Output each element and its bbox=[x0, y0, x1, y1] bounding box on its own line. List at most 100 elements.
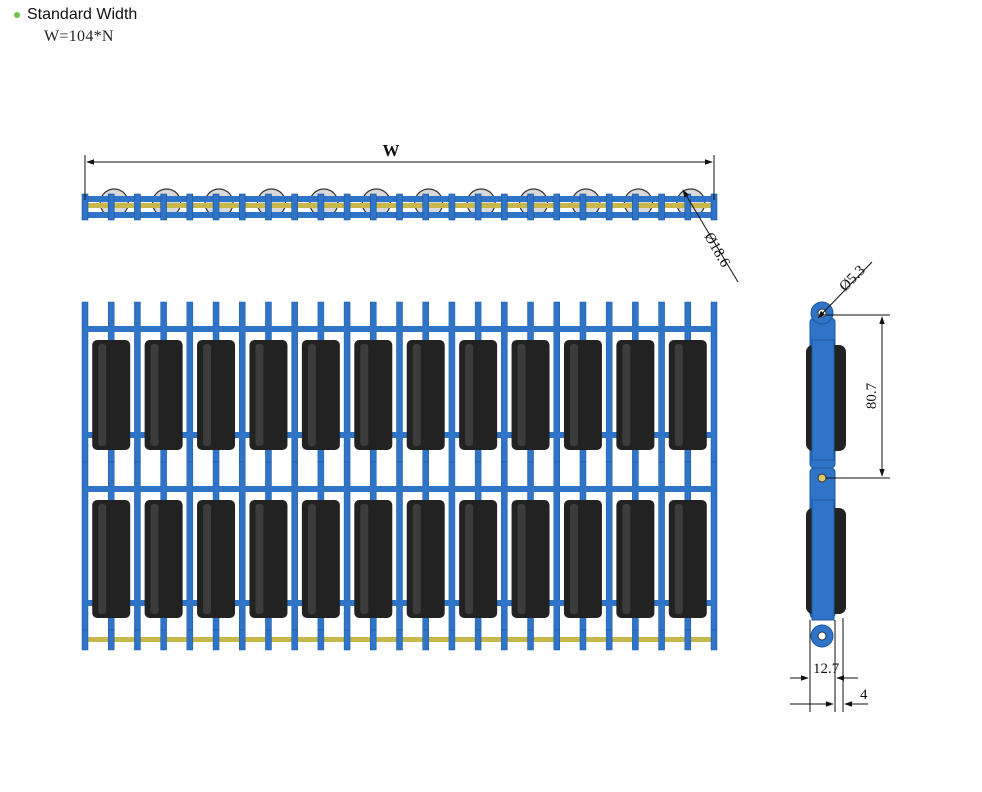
top-link bbox=[448, 193, 456, 221]
belt-roller bbox=[668, 340, 707, 450]
belt-roller bbox=[459, 500, 498, 618]
top-link bbox=[553, 193, 561, 221]
roller-highlight bbox=[465, 504, 474, 614]
roller-highlight bbox=[412, 504, 421, 614]
belt-roller bbox=[301, 500, 340, 618]
bottom-tooth bbox=[632, 629, 639, 651]
top-view bbox=[81, 188, 718, 221]
top-link bbox=[658, 193, 665, 221]
top-link bbox=[396, 193, 403, 221]
belt-roller bbox=[92, 500, 131, 618]
belt-roller bbox=[197, 500, 236, 618]
roller-highlight bbox=[307, 504, 316, 614]
roller-highlight bbox=[517, 344, 526, 446]
roller-highlight bbox=[360, 344, 369, 446]
top-link bbox=[343, 193, 351, 221]
top-link bbox=[186, 193, 194, 221]
bottom-tooth bbox=[605, 629, 613, 651]
belt-roller bbox=[354, 500, 393, 618]
belt-roller bbox=[354, 340, 393, 450]
title-row: Standard Width bbox=[14, 6, 137, 24]
roller-highlight bbox=[465, 344, 474, 446]
pitch-label: 80.7 bbox=[864, 382, 880, 409]
top-link bbox=[107, 193, 115, 221]
belt-roller bbox=[459, 340, 498, 450]
pin-hole-middle bbox=[817, 473, 827, 483]
bottom-tooth bbox=[396, 629, 403, 651]
top-link bbox=[291, 193, 298, 221]
belt-roller bbox=[563, 500, 602, 618]
module-crossbar-top bbox=[85, 486, 714, 492]
roller-highlight bbox=[255, 344, 264, 446]
top-link bbox=[632, 193, 639, 221]
roller-highlight bbox=[569, 344, 578, 446]
top-link bbox=[579, 193, 587, 221]
belt-roller bbox=[616, 340, 655, 450]
bottom-tooth bbox=[579, 629, 587, 651]
module-crossbar-bottom bbox=[85, 432, 714, 438]
roller-highlight bbox=[150, 344, 159, 446]
bottom-tooth bbox=[474, 629, 482, 651]
width-dimension: W bbox=[84, 141, 715, 200]
bottom-tooth bbox=[684, 629, 692, 651]
bullet-dot-icon bbox=[14, 12, 20, 18]
roller-diameter-label: Ø18.6 bbox=[701, 230, 734, 271]
roller-highlight bbox=[203, 504, 212, 614]
roller-highlight bbox=[412, 344, 421, 446]
side-plate-lower bbox=[811, 499, 835, 621]
roller-highlight bbox=[98, 504, 107, 614]
top-link bbox=[422, 193, 430, 221]
bottom-tooth bbox=[186, 629, 194, 651]
bottom-tooth bbox=[658, 629, 665, 651]
bottom-tooth bbox=[343, 629, 351, 651]
roller-highlight bbox=[674, 504, 683, 614]
offset-label: 4 bbox=[860, 687, 868, 703]
thickness-label: 12.7 bbox=[813, 661, 840, 677]
top-link bbox=[160, 193, 167, 221]
bottom-tooth bbox=[317, 629, 325, 651]
belt-roller bbox=[406, 500, 445, 618]
bottom-tooth bbox=[527, 629, 534, 651]
belt-roller bbox=[301, 340, 340, 450]
bottom-tooth bbox=[160, 629, 167, 651]
top-link bbox=[265, 193, 272, 221]
width-formula: W=104*N bbox=[44, 28, 114, 45]
top-link bbox=[238, 193, 246, 221]
pin-hole-bottom bbox=[817, 631, 827, 641]
bottom-tooth bbox=[212, 629, 220, 651]
header: Standard Width W=104*N bbox=[14, 6, 137, 46]
module-crossbar-top bbox=[85, 326, 714, 332]
bottom-tooth bbox=[265, 629, 272, 651]
roller-highlight bbox=[360, 504, 369, 614]
belt-roller bbox=[92, 340, 131, 450]
side-plate-upper bbox=[811, 339, 835, 461]
top-link bbox=[474, 193, 482, 221]
top-link bbox=[134, 193, 141, 221]
bottom-tooth bbox=[448, 629, 456, 651]
pin-hole-top bbox=[817, 308, 827, 318]
roller-highlight bbox=[98, 344, 107, 446]
top-link bbox=[212, 193, 220, 221]
roller-highlight bbox=[622, 504, 631, 614]
bottom-tooth bbox=[553, 629, 560, 651]
roller-highlight bbox=[517, 504, 526, 614]
top-link bbox=[501, 193, 508, 221]
bottom-tooth bbox=[107, 629, 115, 651]
roller-highlight bbox=[622, 344, 631, 446]
belt-roller bbox=[406, 340, 445, 450]
width-label: W bbox=[383, 141, 400, 160]
top-link bbox=[369, 193, 377, 221]
belt-roller bbox=[197, 340, 236, 450]
front-view bbox=[81, 301, 718, 651]
belt-roller bbox=[511, 340, 550, 450]
roller-highlight bbox=[203, 344, 212, 446]
belt-roller bbox=[668, 500, 707, 618]
pin-diameter-label: Ø5.3 bbox=[837, 263, 869, 295]
bottom-tooth bbox=[370, 629, 377, 651]
belt-roller bbox=[563, 340, 602, 450]
side-view: Ø5.3 80.7 12.7 4 bbox=[790, 261, 890, 712]
bottom-tooth bbox=[291, 629, 298, 651]
roller-highlight bbox=[569, 504, 578, 614]
belt-roller bbox=[249, 340, 288, 450]
